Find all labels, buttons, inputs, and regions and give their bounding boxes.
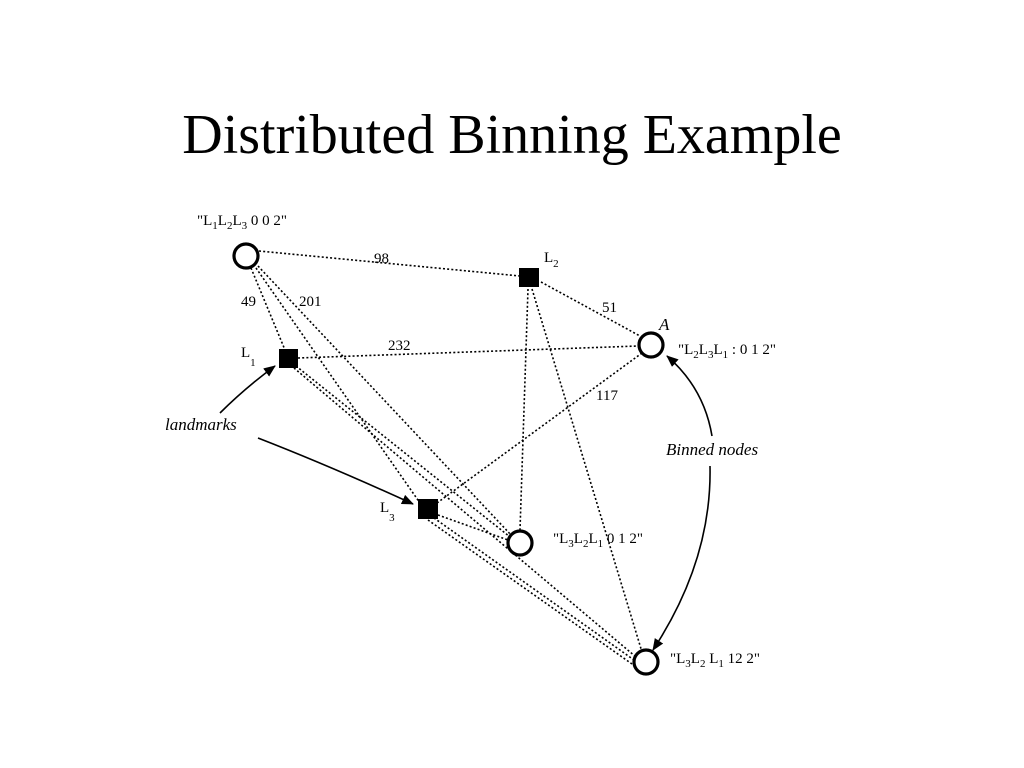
edge-top-mid xyxy=(257,265,513,537)
edge-label-49: 49 xyxy=(241,294,256,310)
landmark-l2 xyxy=(519,268,539,287)
annotation-binned-nodes: Binned nodes xyxy=(666,440,758,459)
arrow-binned-to-a xyxy=(666,355,713,437)
arrow-landmarks-to-l3 xyxy=(257,437,414,505)
annotation-landmarks: landmarks xyxy=(165,415,237,434)
node-a-name: A xyxy=(658,315,670,334)
edge-l3-a xyxy=(436,352,643,504)
edge-label-232: 232 xyxy=(388,338,411,354)
edge-label-201: 201 xyxy=(299,294,322,310)
edge-l2-mid xyxy=(519,288,529,531)
slide-title: Distributed Binning Example xyxy=(182,104,842,166)
landmark-label-l1: L1 xyxy=(241,345,256,369)
landmark-l1 xyxy=(279,349,298,368)
bin-label-a: "L2L3L1 : 0 1 2" xyxy=(678,342,776,361)
landmark-label-l3: L3 xyxy=(380,500,395,524)
edge-top-l1 xyxy=(250,267,286,351)
landmark-l3 xyxy=(418,499,438,519)
bin-label-bottom: "L3L2 L1 12 2" xyxy=(670,651,760,670)
edge-l2-bot xyxy=(531,288,643,653)
edge-l3-bot xyxy=(433,517,635,661)
arrow-landmarks-to-l1 xyxy=(219,365,276,414)
bin-label-top: "L1L2L3 0 0 2" xyxy=(197,213,287,232)
bin-label-mid: "L3L2L1 0 1 2" xyxy=(553,531,643,550)
node-top xyxy=(232,242,260,270)
edge-l1-bot xyxy=(293,367,637,658)
node-bottom xyxy=(632,648,660,676)
landmark-label-l2: L2 xyxy=(544,250,559,270)
edge-l1-mid xyxy=(295,365,511,538)
node-mid xyxy=(506,529,534,557)
edge-top-l3 xyxy=(255,267,421,504)
edge-label-117: 117 xyxy=(596,388,618,404)
edge-l2-a xyxy=(540,281,641,337)
edge-l1-a xyxy=(297,345,639,359)
edges xyxy=(250,250,643,665)
edge-top-l2 xyxy=(258,250,521,277)
edge-label-51: 51 xyxy=(602,300,617,316)
node-a xyxy=(637,331,665,359)
arrow-binned-to-bottom xyxy=(652,465,711,651)
edge-label-98: 98 xyxy=(374,251,389,267)
bin-top-l-a: L xyxy=(203,213,212,229)
